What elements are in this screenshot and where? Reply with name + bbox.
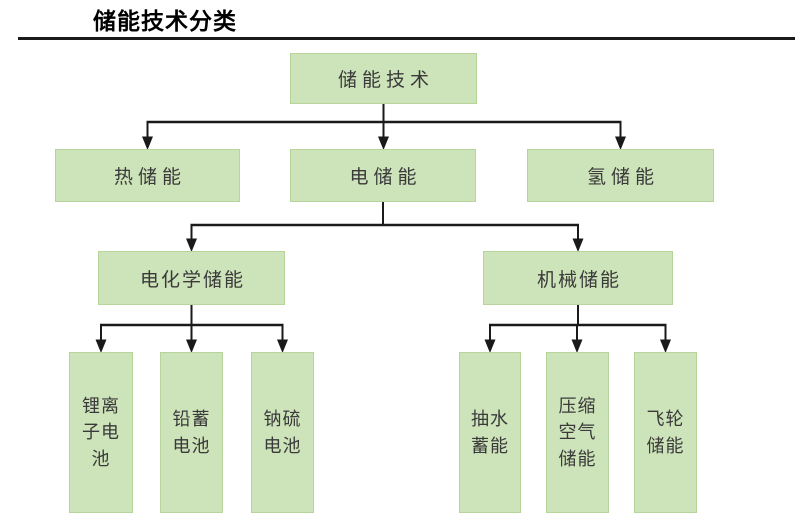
node-lithium-ion-battery: 锂离子电池 xyxy=(69,352,133,513)
node-pumped-hydro-storage: 抽水蓄能 xyxy=(459,352,521,513)
node-electrochemical-storage: 电化学储能 xyxy=(98,251,285,305)
arrow-down-icon xyxy=(142,136,153,150)
arrow-down-icon xyxy=(186,238,197,252)
node-sodium-sulfur-battery: 钠硫电池 xyxy=(251,352,314,513)
title-divider xyxy=(18,37,795,40)
arrow-down-icon xyxy=(95,339,107,353)
node-electrical-storage: 电储能 xyxy=(290,149,476,202)
node-flywheel-storage: 飞轮储能 xyxy=(634,352,697,513)
node-lead-acid-battery: 铅蓄电池 xyxy=(160,352,223,513)
node-energy-storage-tech: 储能技术 xyxy=(290,53,477,104)
node-thermal-storage: 热储能 xyxy=(55,149,240,202)
arrow-down-icon xyxy=(378,136,389,150)
node-compressed-air-storage: 压缩空气储能 xyxy=(546,352,609,513)
arrow-down-icon xyxy=(615,136,626,150)
node-mechanical-storage: 机械储能 xyxy=(483,251,673,305)
arrow-down-icon xyxy=(277,339,288,353)
arrow-down-icon xyxy=(484,339,496,353)
arrow-down-icon xyxy=(571,339,583,353)
arrow-down-icon xyxy=(572,238,584,252)
arrow-down-icon xyxy=(660,339,671,353)
node-hydrogen-storage: 氢储能 xyxy=(527,149,714,202)
arrow-down-icon xyxy=(186,339,197,353)
page-title: 储能技术分类 xyxy=(93,8,237,34)
